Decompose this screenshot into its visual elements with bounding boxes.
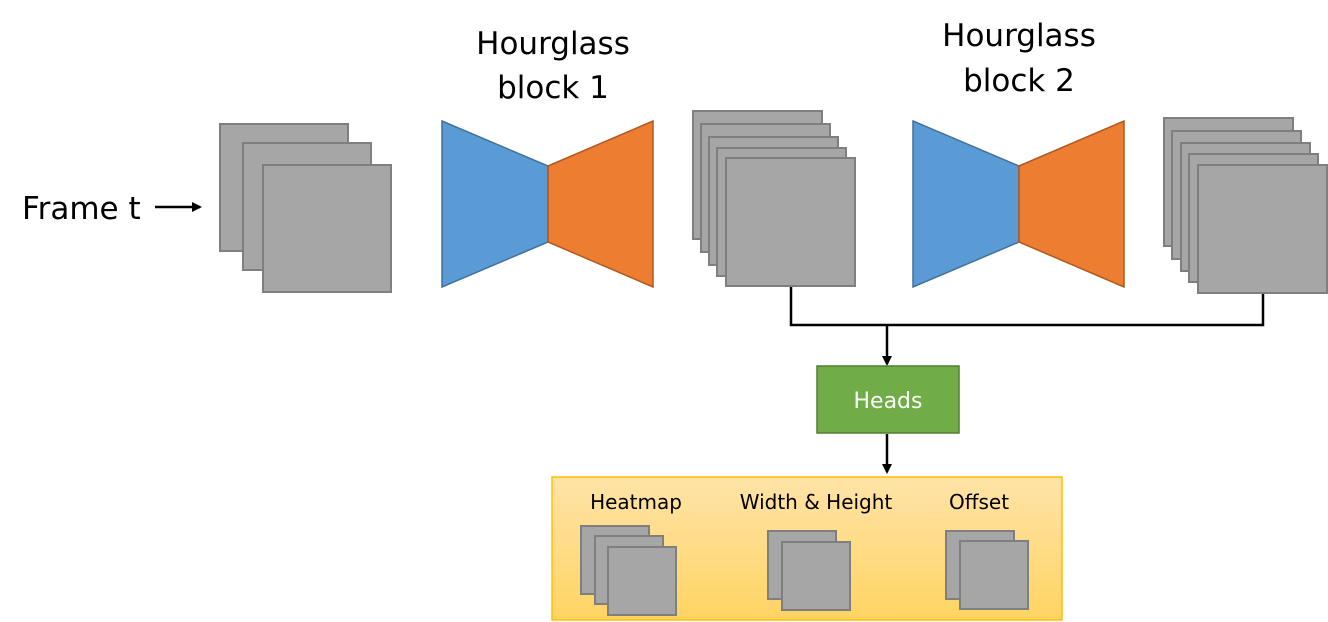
- block-2-map-5: [1197, 164, 1328, 294]
- hourglass-block-2: Hourglass block 2: [912, 18, 1125, 289]
- heatmap-stack: [580, 525, 677, 616]
- block-2-title-line2: block 2: [963, 63, 1075, 99]
- block-1-feature-stack: [692, 110, 856, 287]
- offset-stack: [945, 530, 1029, 610]
- input-label: Frame t: [22, 191, 141, 227]
- connector-block-1: [789, 287, 1265, 327]
- heatmap-map-3: [607, 546, 677, 616]
- block-1-title-line2: block 1: [497, 70, 609, 106]
- block-2-encoder: [912, 119, 1020, 289]
- heads-label: Heads: [854, 389, 923, 414]
- block-2-decoder: [1018, 119, 1125, 289]
- output-label-heatmap: Heatmap: [590, 490, 682, 514]
- block-1-encoder: [441, 119, 549, 289]
- hourglass-block-1: Hourglass block 1: [441, 26, 654, 289]
- block-2-title-line1: Hourglass: [942, 18, 1096, 54]
- block-1-title-line1: Hourglass: [476, 26, 630, 62]
- heads-rect: [816, 365, 960, 434]
- input-map-3: [262, 164, 392, 293]
- width-height-map-2: [781, 541, 851, 611]
- output-label-offset: Offset: [949, 490, 1009, 514]
- block-1-decoder: [547, 119, 654, 289]
- input-feature-stack: [219, 123, 392, 293]
- heads-box: Heads: [816, 365, 960, 434]
- input-group: Frame t: [22, 191, 202, 227]
- output-label-width-height: Width & Height: [740, 490, 893, 514]
- output-panel: Heatmap Width & Height Offset: [551, 476, 1063, 621]
- offset-map-2: [959, 540, 1029, 610]
- block-2-feature-stack: [1163, 117, 1328, 294]
- width-height-stack: [767, 530, 851, 611]
- connectors: [789, 287, 1265, 474]
- block-1-map-5: [725, 157, 856, 287]
